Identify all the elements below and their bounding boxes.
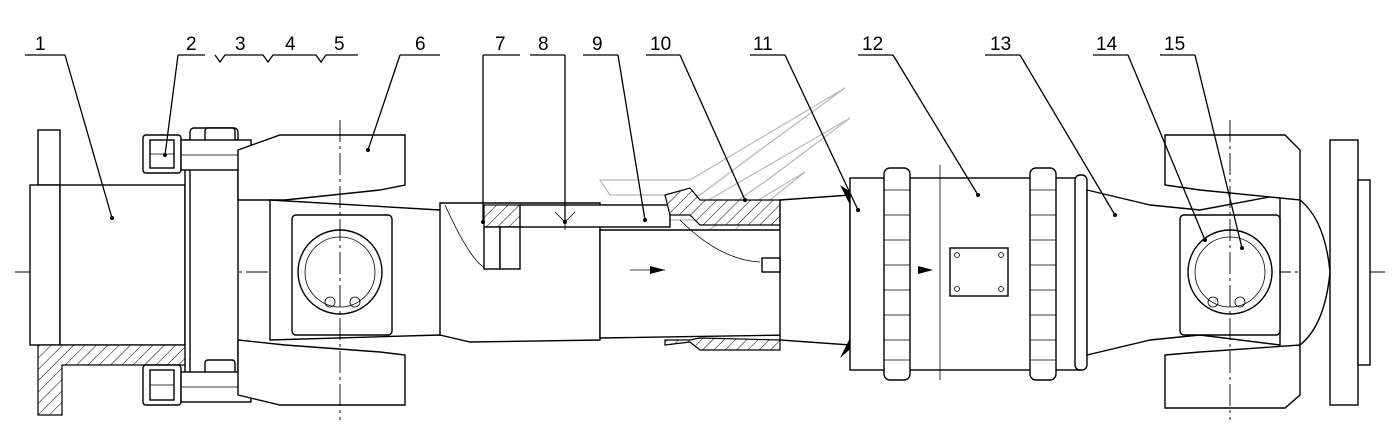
left-yoke <box>237 120 471 420</box>
right-flange <box>1299 139 1371 406</box>
callout-labels: 1 2 3 4 5 6 7 8 9 10 11 12 13 14 15 <box>35 34 1185 55</box>
callout-7: 7 <box>495 34 506 55</box>
callout-14: 14 <box>1096 34 1118 55</box>
callout-6: 6 <box>415 34 426 55</box>
callout-12: 12 <box>862 34 883 55</box>
callout-leaders <box>25 54 1243 249</box>
central-tube <box>849 165 1088 381</box>
flange-bolts <box>142 127 252 406</box>
left-flange <box>29 129 204 416</box>
sleeve-tube <box>664 185 855 358</box>
callout-3: 3 <box>235 34 246 55</box>
callout-2: 2 <box>186 34 197 55</box>
callout-9: 9 <box>592 34 603 55</box>
callout-13: 13 <box>990 34 1011 55</box>
right-yoke <box>1086 120 1301 420</box>
callout-8: 8 <box>538 34 549 55</box>
callout-1: 1 <box>35 34 46 55</box>
spline-shaft <box>439 200 791 343</box>
callout-anchors <box>110 148 1244 250</box>
callout-4: 4 <box>285 34 296 55</box>
callout-10: 10 <box>650 34 671 55</box>
callout-15: 15 <box>1164 34 1185 55</box>
callout-5: 5 <box>334 34 345 55</box>
callout-11: 11 <box>753 34 773 55</box>
